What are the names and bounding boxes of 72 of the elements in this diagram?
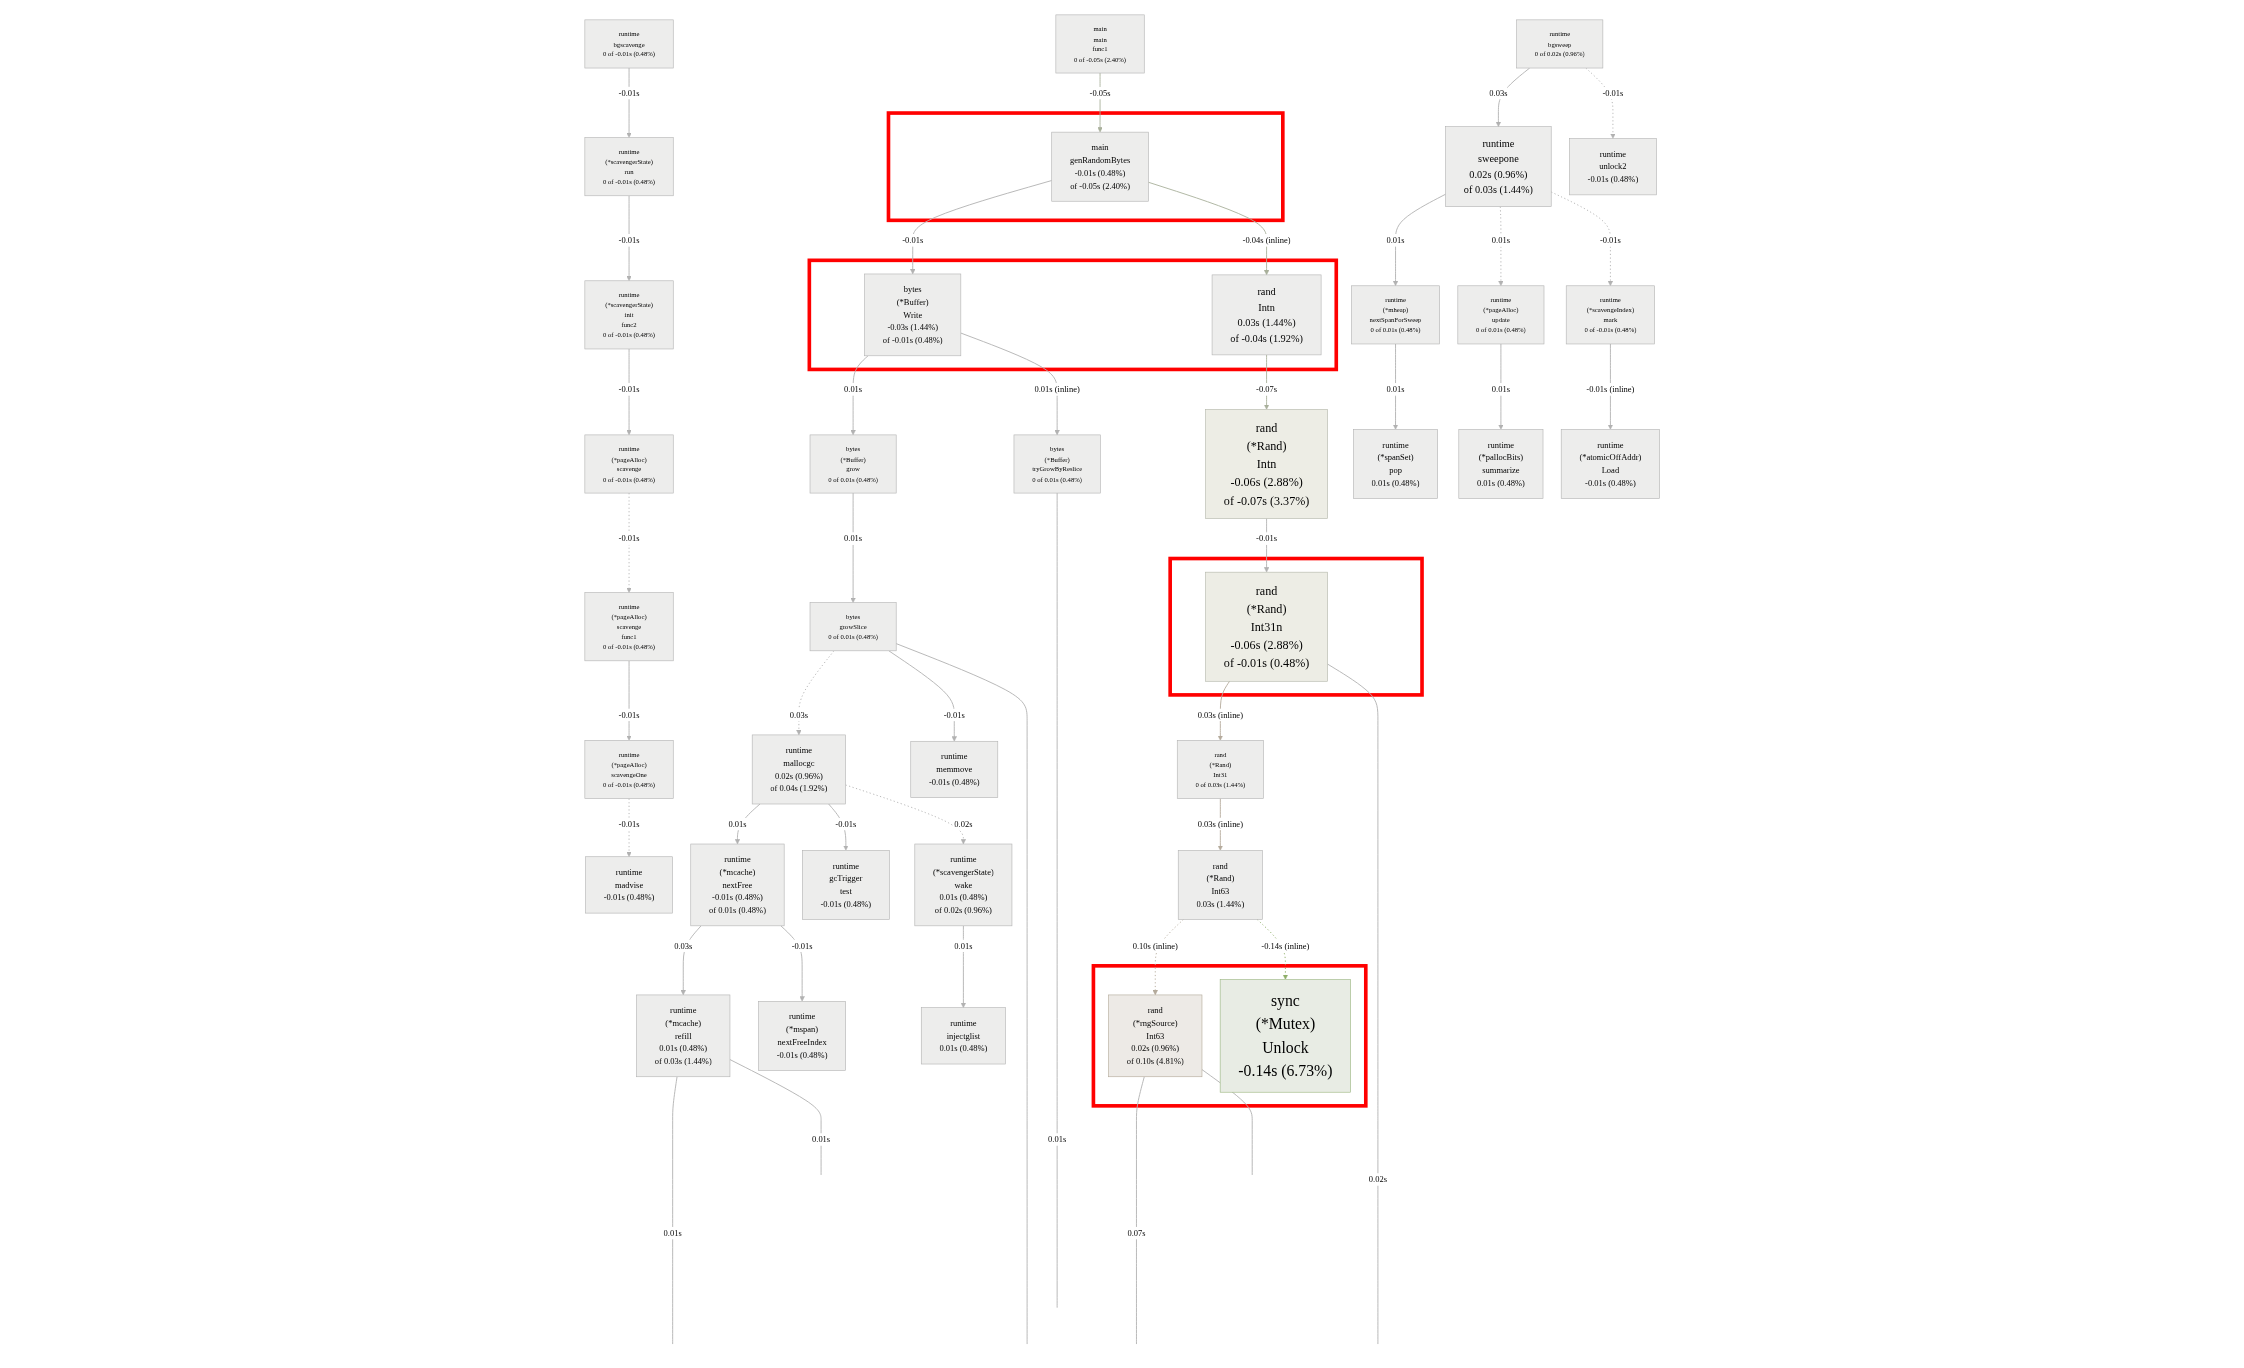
edge-label: 0.02s — [1368, 1174, 1387, 1185]
connector — [895, 643, 1028, 1345]
edge-label: -0.01s — [618, 88, 640, 98]
edge-label: 0.01s — [1386, 384, 1405, 394]
edge-label: 0.07s — [1127, 1228, 1146, 1238]
edge-label: 0.03s — [789, 710, 808, 720]
connector — [671, 1076, 678, 1345]
node-box: runtime (*atomicOffAddr) Load -0.01s (0.48%) — [1560, 429, 1660, 499]
node-box: runtime (*pallocBits) summarize 0.01s (0.48%) — [1458, 429, 1544, 499]
edge-label: 0.01s — [1047, 1134, 1066, 1145]
node-box: runtime madvise -0.01s (0.48%) — [585, 856, 673, 914]
edge-label: -0.05s — [1089, 88, 1111, 98]
edge-label: 0.01s — [1491, 384, 1510, 394]
node-box: rand (*Rand) Int63 0.03s (1.44%) — [1177, 850, 1263, 920]
edge-label: -0.01s — [901, 235, 923, 245]
node-box: rand (*Rand) Int31n -0.06s (2.88%) of -0.01s (0.48%) — [1205, 571, 1328, 682]
edge-label: 0.01s — [811, 1134, 830, 1145]
node-box: runtime mallocgc 0.02s (0.96%) of 0.04s (1.92%) — [751, 734, 846, 805]
edge-label: -0.01s — [1599, 235, 1621, 245]
edge-label: 0.01s — [954, 941, 973, 951]
edge-label: 0.03s — [673, 941, 693, 951]
edge-label: 0.01s — [843, 533, 862, 544]
edge-label: 0.10s (inline) — [1132, 941, 1178, 951]
edge-label: -0.01s — [943, 710, 965, 720]
edge-label: -0.04s (inline) — [1242, 235, 1291, 245]
node-box: runtime (*mcache) refill 0.01s (0.48%) of 0.03s (1.44%) — [636, 994, 731, 1078]
connector — [1056, 492, 1058, 1309]
node-box: runtime (*mcache) nextFree -0.01s (0.48%) of 0.01s (0.48%) — [690, 843, 785, 927]
node-box: runtime memmove -0.01s (0.48%) — [910, 740, 998, 798]
edge-label: -0.01s — [618, 235, 640, 245]
edge-label: 0.01s — [663, 1228, 682, 1238]
edge-label: -0.07s — [1255, 384, 1277, 394]
node-box: runtime gcTrigger test -0.01s (0.48%) — [801, 850, 890, 920]
node-box: bytes (*Buffer) Write -0.03s (1.44%) of -0.01s (0.48%) — [864, 273, 961, 357]
node-box: runtime sweepone 0.02s (0.96%) of 0.03s (1.44%) — [1445, 126, 1552, 207]
edge-label: -0.01s — [618, 819, 640, 829]
connector — [1326, 663, 1379, 1345]
node-box: main genRandomBytes -0.01s (0.48%) of -0.05s (2.40%) — [1051, 131, 1149, 202]
edge-label: -0.01s — [791, 941, 813, 951]
node-box: runtime (*spanSet) pop 0.01s (0.48%) — [1352, 429, 1438, 499]
cluster — [807, 258, 1338, 372]
edge-label: 0.01s — [1491, 235, 1510, 245]
edge-label: -0.14s (inline) — [1261, 941, 1310, 951]
edge-label: 0.01s — [843, 384, 862, 394]
edge-label: -0.01s — [835, 819, 857, 829]
edge-label: -0.01s — [618, 533, 640, 544]
node-box: runtime unlock2 -0.01s (0.48%) — [1568, 138, 1657, 196]
connector — [1201, 1069, 1253, 1176]
edge-label: 0.01s — [1386, 235, 1405, 245]
node-box: sync (*Mutex) Unlock -0.14s (6.73%) — [1219, 979, 1351, 1093]
node-box: runtime (*scavengerState) wake 0.01s (0.48%) of 0.02s (0.96%) — [914, 843, 1013, 927]
edge-label: -0.01s — [1602, 88, 1624, 98]
cluster — [886, 111, 1285, 223]
node-box: rand (*rngSource) Int63 0.02s (0.96%) of 0.10s (4.81%) — [1108, 994, 1203, 1078]
edge-label: 0.03s (inline) — [1197, 819, 1243, 829]
node-box: rand Intn 0.03s (1.44%) of -0.04s (1.92%) — [1211, 274, 1322, 356]
edge-label: 0.03s (inline) — [1197, 710, 1243, 720]
connector — [1135, 1076, 1145, 1345]
node-box: rand (*Rand) Intn -0.06s (2.88%) of -0.07s (3.37%) — [1205, 409, 1328, 519]
edge-label: -0.01s — [618, 710, 640, 720]
edge-label: 0.01s (inline) — [1034, 384, 1080, 394]
edge-label: 0.01s — [728, 819, 747, 829]
connector — [729, 1059, 822, 1176]
node-box: runtime injectglist 0.01s (0.48%) — [920, 1007, 1006, 1065]
node-box: runtime (*mspan) nextFreeIndex -0.01s (0.48%) — [758, 1001, 846, 1071]
cluster — [1091, 964, 1368, 1108]
edge-label: -0.01s — [618, 384, 640, 394]
edge-label: 0.02s — [954, 819, 973, 829]
cluster — [1168, 556, 1424, 697]
edge-label: -0.01s (inline) — [1586, 384, 1635, 394]
edge-label: -0.01s — [1255, 533, 1277, 544]
edge-label: 0.03s — [1489, 88, 1508, 98]
